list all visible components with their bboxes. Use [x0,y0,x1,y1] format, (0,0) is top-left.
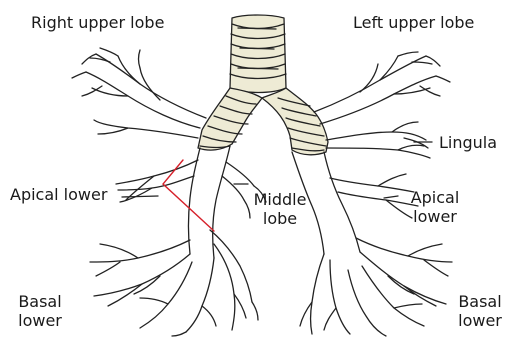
label-lingula: Lingula [439,133,497,152]
label-apical-lower-left-line1: Apical [400,188,470,207]
lingula-branches [326,122,430,158]
label-basal-lower-right-line2: lower [10,311,70,330]
label-apical-lower-right: Apical lower [10,185,107,204]
left-main-bronchus [262,88,328,155]
label-basal-lower-right: Basal lower [10,292,70,330]
label-middle-lobe: Middle lobe [248,190,312,228]
label-right-upper-lobe: Right upper lobe [31,13,164,32]
label-middle-lobe-line1: Middle [248,190,312,209]
left-upper-lobe-branches [314,52,450,124]
label-left-upper-lobe: Left upper lobe [353,13,474,32]
label-basal-lower-left: Basal lower [450,292,510,330]
left-basal-branches [300,238,452,336]
trachea [230,15,286,93]
right-lower-bronchus [116,146,266,258]
label-middle-lobe-line2: lobe [248,209,312,228]
apical-lower-right-leader [122,196,158,197]
right-main-bronchus [198,88,262,150]
apical-lower-left-leader [384,196,398,198]
right-basal-branches [90,230,258,336]
label-basal-lower-right-line1: Basal [10,292,70,311]
label-apical-lower-left-line2: lower [400,207,470,226]
label-basal-lower-left-line1: Basal [450,292,510,311]
label-apical-lower-left: Apical lower [400,188,470,226]
label-basal-lower-left-line2: lower [450,311,510,330]
right-upper-lobe-branches [72,48,206,138]
